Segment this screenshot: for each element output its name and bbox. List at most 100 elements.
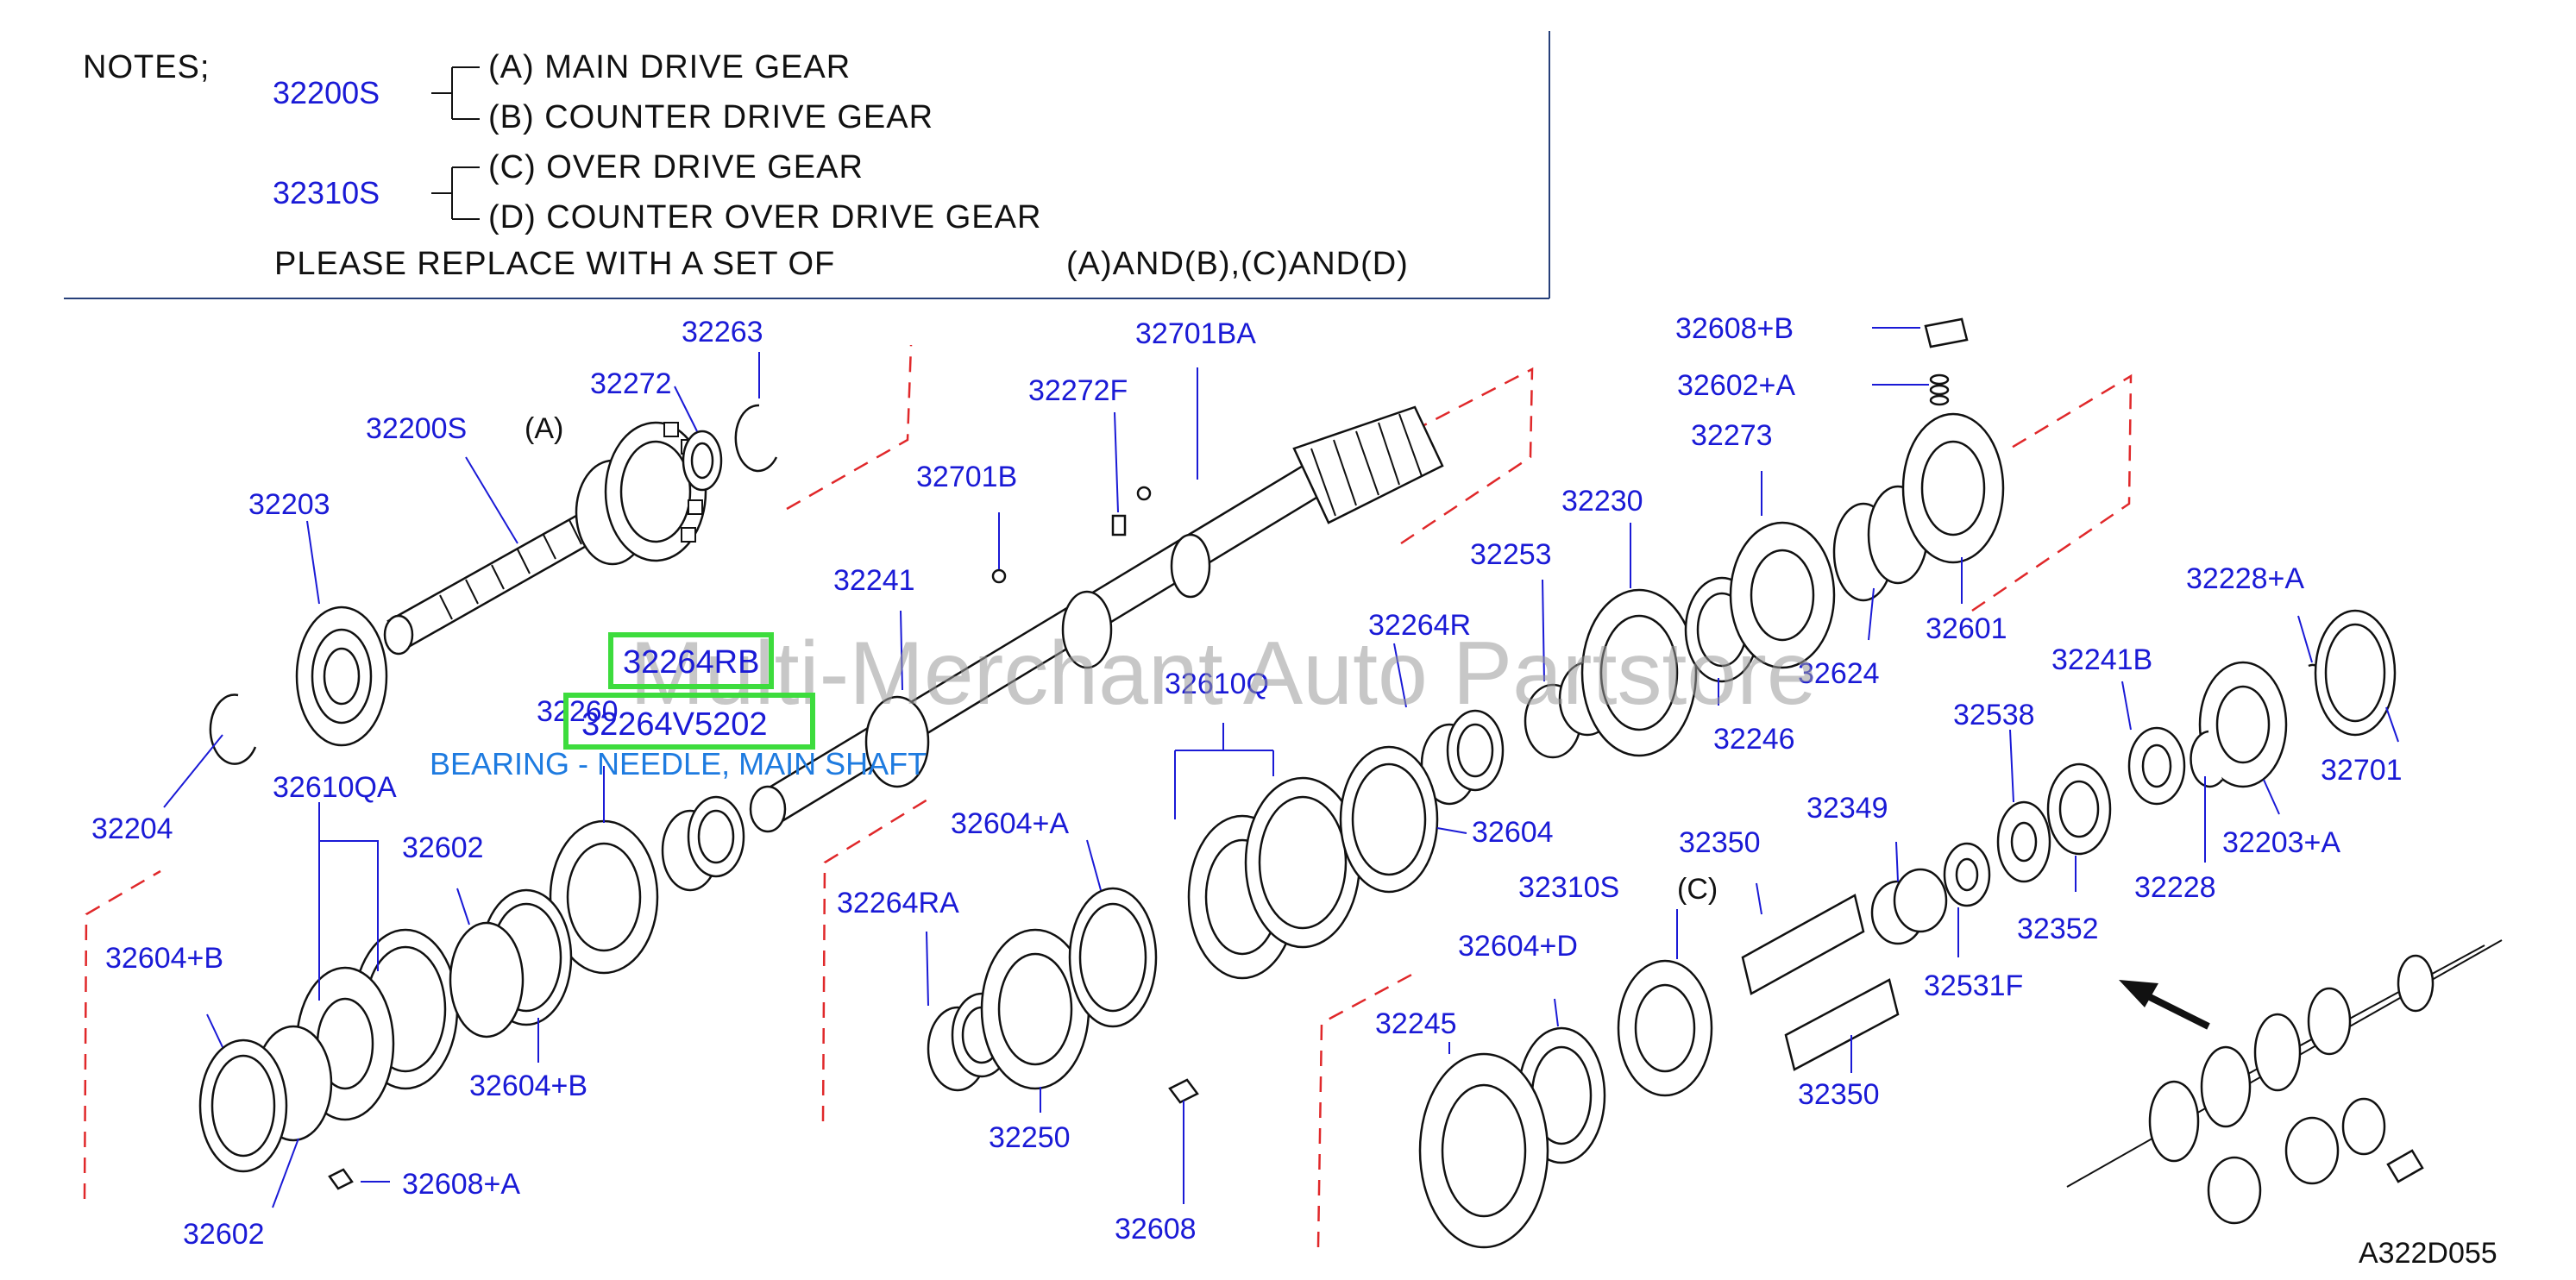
leader-lines <box>163 327 2399 1208</box>
gear-32260[interactable] <box>549 819 659 975</box>
label-C: (C) <box>1677 873 1718 906</box>
label-32260[interactable]: 32260 <box>537 695 619 728</box>
label-32349[interactable]: 32349 <box>1806 792 1888 825</box>
part-labels: 32263 32272 32200S (A) 32203 32204 32610… <box>91 312 2497 1270</box>
synchro-ring-32604[interactable] <box>1339 745 1439 894</box>
label-32250[interactable]: 32250 <box>989 1121 1071 1154</box>
label-32203A[interactable]: 32203+A <box>2222 826 2340 859</box>
label-32608B[interactable]: 32608+B <box>1675 312 1794 345</box>
label-32264RA[interactable]: 32264RA <box>837 887 959 919</box>
snap-ring-32263[interactable] <box>734 404 778 473</box>
note-replace-sets: (A)AND(B),(C)AND(D) <box>1066 246 1409 282</box>
label-32350-lower[interactable]: 32350 <box>1798 1078 1880 1111</box>
note-item-a: (A) MAIN DRIVE GEAR <box>488 49 851 85</box>
label-32310S[interactable]: 32310S <box>1518 871 1619 904</box>
bearing-32272[interactable] <box>682 430 723 492</box>
gear-32310S[interactable] <box>1617 959 1713 1097</box>
note-part-32200S[interactable]: 32200S <box>273 75 380 110</box>
label-32604B-left[interactable]: 32604+B <box>105 942 223 975</box>
note-part-32310S[interactable]: 32310S <box>273 175 380 210</box>
main-drive-gear[interactable] <box>295 421 707 747</box>
notes-header: NOTES; <box>83 49 210 85</box>
label-32241B[interactable]: 32241B <box>2051 643 2152 676</box>
label-32624[interactable]: 32624 <box>1798 657 1880 690</box>
sleeve-32610Q[interactable] <box>1187 776 1361 980</box>
label-A: (A) <box>525 412 563 445</box>
label-32602-lower[interactable]: 32602 <box>183 1218 265 1251</box>
ring-32701[interactable] <box>2314 609 2397 737</box>
label-32273[interactable]: 32273 <box>1691 419 1773 452</box>
label-32701[interactable]: 32701 <box>2321 754 2403 787</box>
snap-ring-32204[interactable] <box>209 693 257 765</box>
thrust-bearing-32538[interactable] <box>1996 800 2051 883</box>
label-32203[interactable]: 32203 <box>248 488 330 521</box>
highlight-label-32264RB[interactable]: 32264RB <box>623 644 759 681</box>
frame-mid <box>821 795 933 1122</box>
label-32246[interactable]: 32246 <box>1713 723 1795 756</box>
highlight-label-32264V5202[interactable]: 32264V5202 <box>581 706 768 743</box>
label-32200S[interactable]: 32200S <box>366 412 467 445</box>
note-replace-text: PLEASE REPLACE WITH A SET OF <box>274 246 835 282</box>
label-32204[interactable]: 32204 <box>91 813 173 845</box>
bushing-32349[interactable] <box>1870 868 1948 945</box>
label-32604A[interactable]: 32604+A <box>951 807 1069 840</box>
label-32602A[interactable]: 32602+A <box>1677 369 1795 402</box>
ball-32701B[interactable] <box>991 568 1007 584</box>
label-32253[interactable]: 32253 <box>1470 538 1552 571</box>
label-32701B[interactable]: 32701B <box>916 461 1017 493</box>
gear-32245[interactable] <box>1418 1052 1549 1249</box>
highlight-box-32264RB <box>608 632 774 689</box>
label-32610QA[interactable]: 32610QA <box>273 771 397 804</box>
label-32230[interactable]: 32230 <box>1561 485 1643 518</box>
label-32272F[interactable]: 32272F <box>1028 374 1128 407</box>
ball-32701BA[interactable] <box>1136 486 1152 501</box>
watermark: Multi-Merchant Auto Partstore <box>630 624 1817 724</box>
label-32604[interactable]: 32604 <box>1472 816 1554 849</box>
label-32531F[interactable]: 32531F <box>1924 969 2023 1002</box>
note-item-b: (B) COUNTER DRIVE GEAR <box>488 99 933 135</box>
label-32538[interactable]: 32538 <box>1953 699 2035 731</box>
mainshaft[interactable] <box>749 405 1444 833</box>
label-32241[interactable]: 32241 <box>833 564 915 597</box>
key-32608B[interactable] <box>1924 317 1969 348</box>
label-32228[interactable]: 32228 <box>2134 871 2216 904</box>
label-32263[interactable]: 32263 <box>682 316 763 348</box>
spring-32602A[interactable] <box>1929 373 1950 406</box>
synchro-ring-32604D[interactable] <box>1517 1026 1606 1164</box>
needle-bearing-32264RB[interactable] <box>661 795 745 892</box>
label-32610Q[interactable]: 32610Q <box>1165 668 1269 700</box>
label-32608[interactable]: 32608 <box>1115 1213 1197 1245</box>
bearing-32273[interactable] <box>1729 521 1836 669</box>
label-32264R[interactable]: 32264R <box>1368 609 1471 642</box>
label-32602-upper[interactable]: 32602 <box>402 831 484 864</box>
insert-key-32608A[interactable] <box>328 1168 354 1190</box>
pin-32272F[interactable] <box>1111 514 1127 536</box>
needle-bearing-32350[interactable] <box>1741 894 1900 1071</box>
gear-32230[interactable] <box>1580 588 1698 757</box>
synchro-ring-32604B-left[interactable] <box>198 1038 288 1173</box>
label-32604D[interactable]: 32604+D <box>1458 930 1578 963</box>
bearing-32203A[interactable] <box>2198 661 2288 788</box>
synchro-ring-32604A[interactable] <box>1068 887 1158 1028</box>
label-32228A[interactable]: 32228+A <box>2186 562 2304 595</box>
label-32272[interactable]: 32272 <box>590 367 672 400</box>
washer-32531F[interactable] <box>1943 842 1991 907</box>
sleeve-32610QA[interactable] <box>295 928 459 1121</box>
diagram-code: A322D055 <box>2359 1237 2497 1270</box>
needle-bearing-32264R[interactable] <box>1420 709 1505 806</box>
label-32350-upper[interactable]: 32350 <box>1679 826 1761 859</box>
label-32245[interactable]: 32245 <box>1375 1007 1457 1040</box>
label-32352[interactable]: 32352 <box>2017 913 2099 945</box>
frame-mainshaft <box>1345 367 1534 545</box>
insert-key-32608[interactable] <box>1168 1078 1199 1104</box>
washer-32352[interactable] <box>2046 762 2112 856</box>
label-32601[interactable]: 32601 <box>1926 612 2007 645</box>
label-32604B-right[interactable]: 32604+B <box>469 1070 587 1102</box>
label-32608A[interactable]: 32608+A <box>402 1168 520 1201</box>
note-bracket-2 <box>431 166 480 220</box>
nut-32241B[interactable] <box>2127 726 2186 806</box>
highlight-box-32264V5202 <box>563 693 815 750</box>
gear-32601[interactable] <box>1901 412 2005 564</box>
label-32701BA[interactable]: 32701BA <box>1135 317 1256 350</box>
snap-ring-32228[interactable] <box>2190 730 2223 788</box>
